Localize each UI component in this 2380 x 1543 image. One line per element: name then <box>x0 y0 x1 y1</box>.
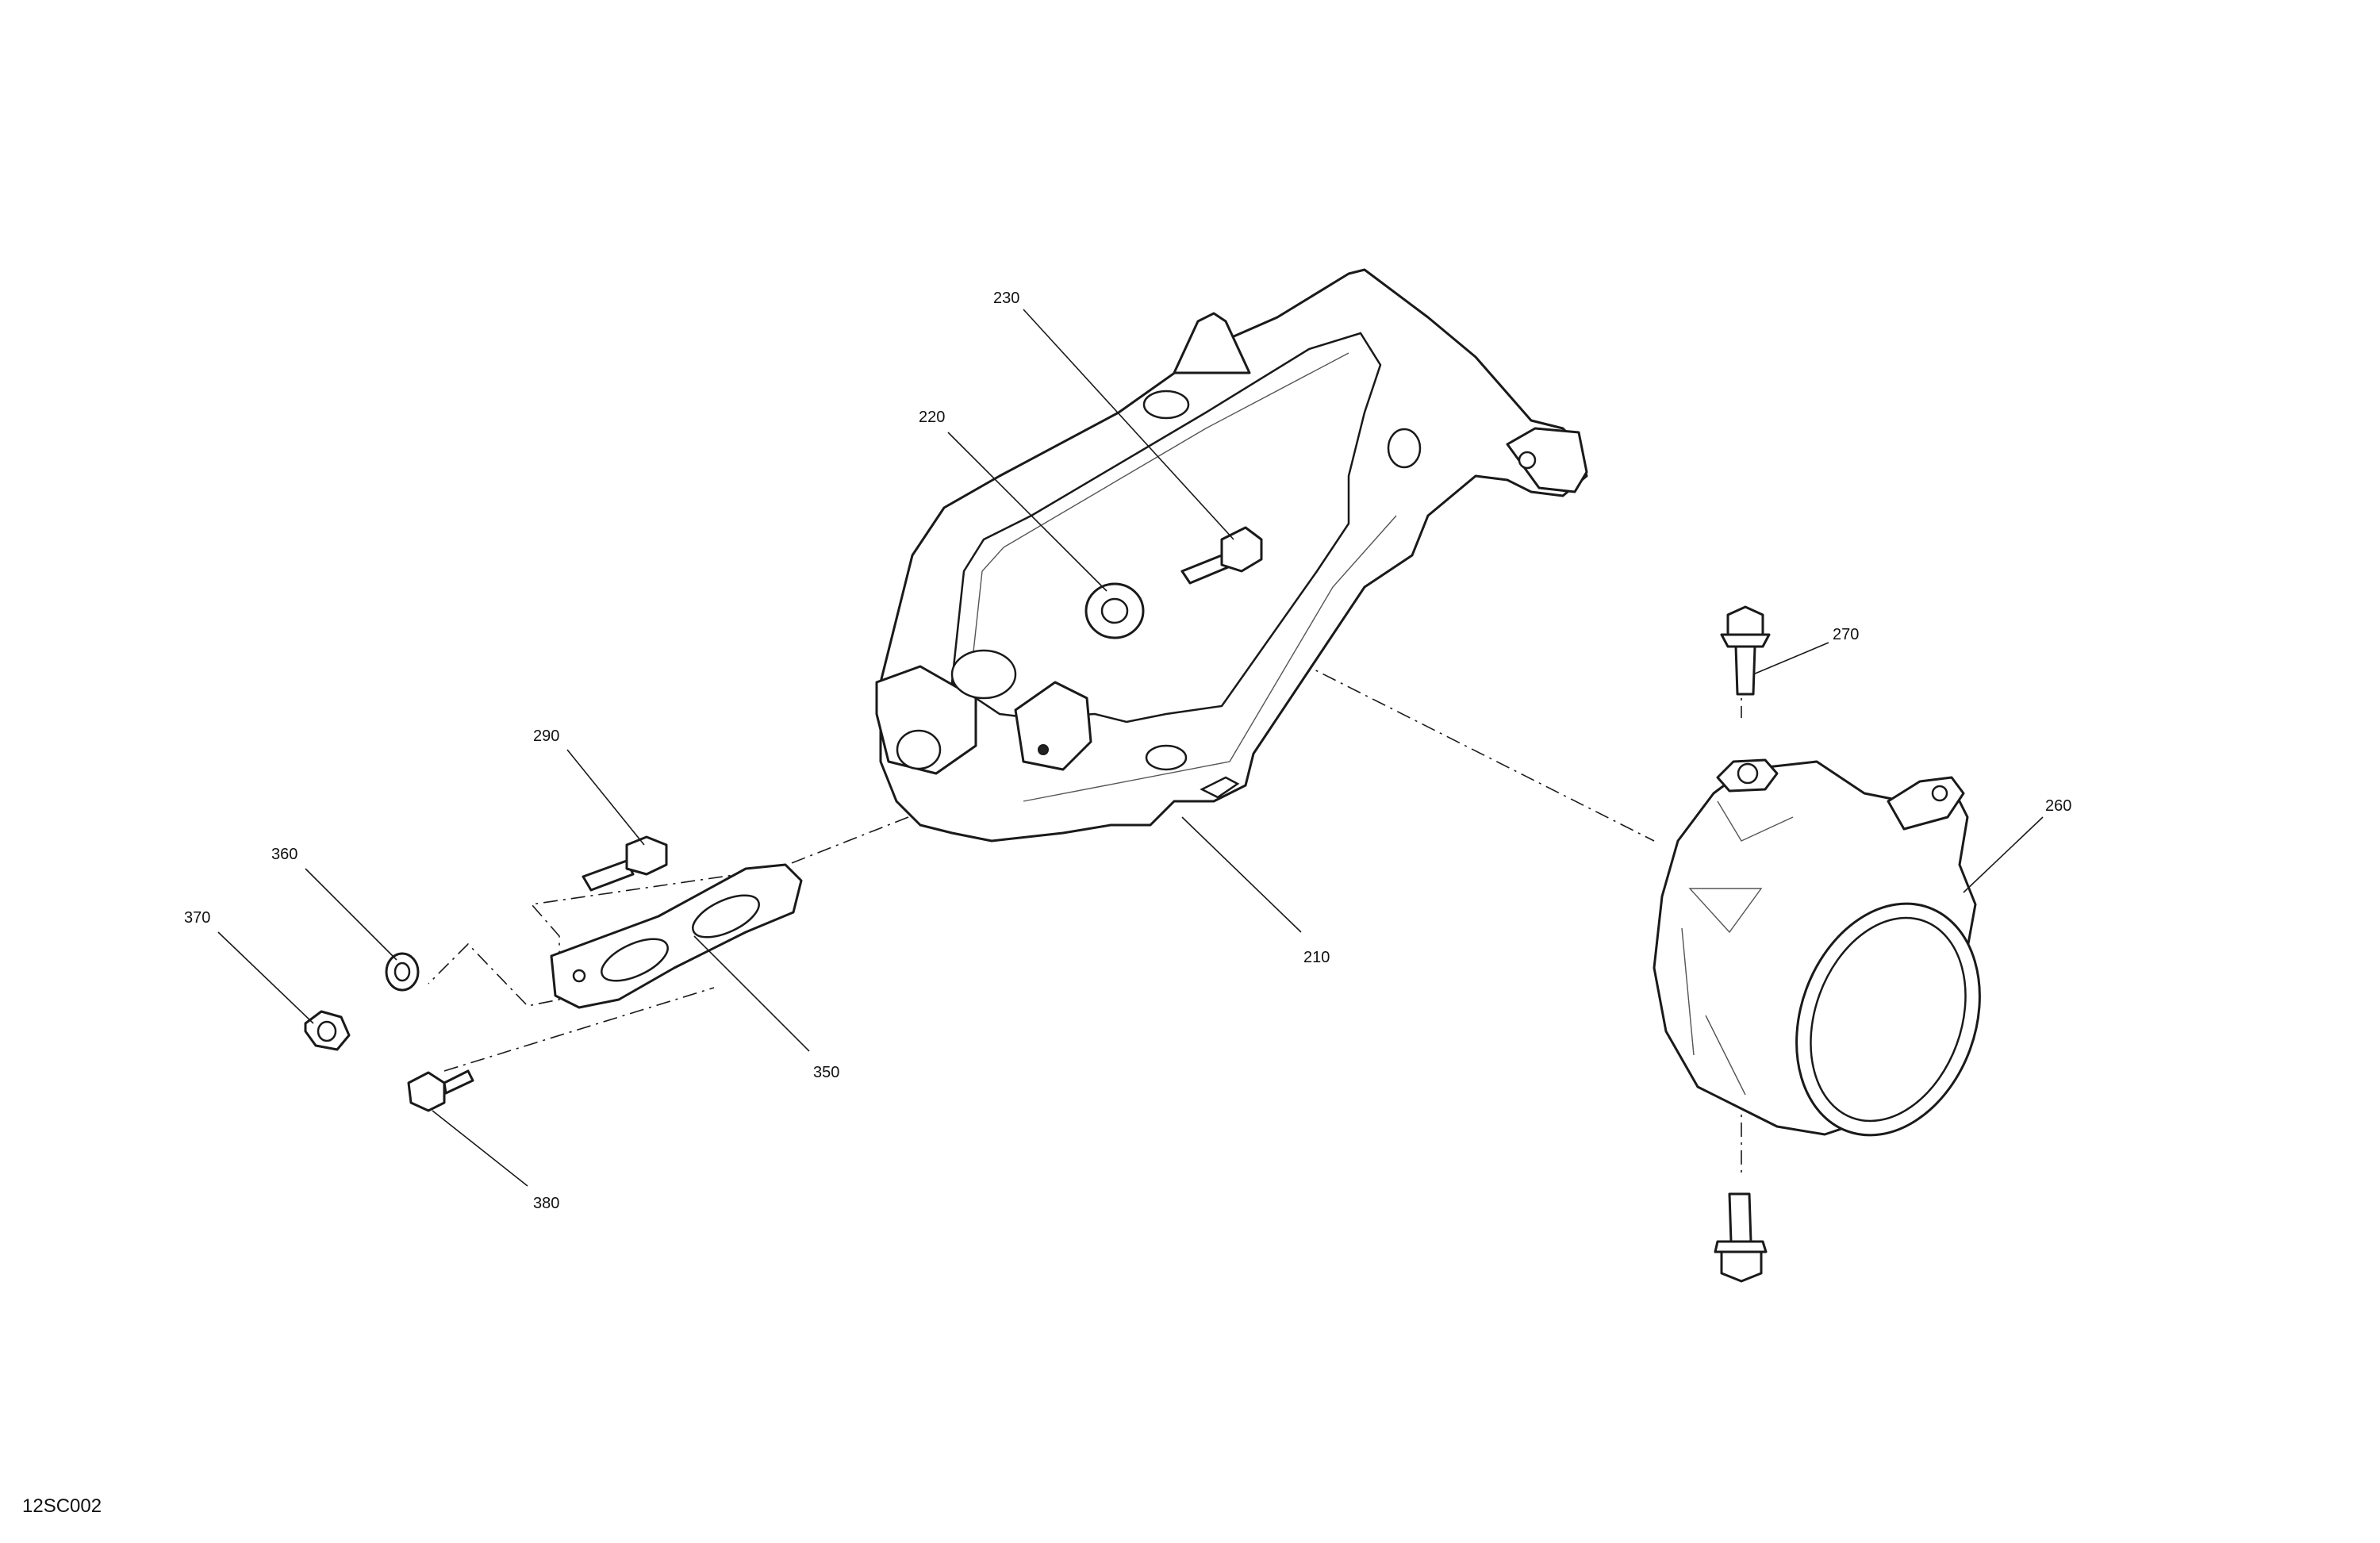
callout-260: 260 <box>2045 797 2071 815</box>
bracket-lug-pin <box>1038 744 1049 755</box>
housing-rib-4 <box>1681 927 1695 1056</box>
callout-labels: 210 220 230 260 270 290 350 360 370 380 <box>184 290 2071 1212</box>
housing-rib-3 <box>1705 1015 1746 1096</box>
bolt-290-shank <box>582 859 635 892</box>
bolt-380-head <box>407 1071 446 1112</box>
bolt-270-shank <box>1734 645 1756 696</box>
callout-350: 350 <box>813 1064 839 1081</box>
leader-360 <box>305 868 397 961</box>
plate-pin-hole <box>572 969 586 983</box>
housing-bolt-upper <box>1720 605 1771 696</box>
nut-hole <box>317 1020 337 1042</box>
callout-210: 210 <box>1303 949 1330 966</box>
housing <box>1653 758 1981 1137</box>
plate-hole-right <box>692 894 760 938</box>
washer <box>385 952 420 992</box>
bolt-380-shank <box>443 1069 474 1095</box>
callout-380: 380 <box>533 1195 559 1212</box>
bolt-270-flange <box>1720 633 1771 648</box>
nut <box>304 1010 351 1051</box>
bracket-foot-hole <box>1145 744 1188 771</box>
leader-350 <box>693 935 810 1052</box>
callout-270: 270 <box>1833 626 1859 643</box>
housing-bore <box>1810 916 1967 1123</box>
bracket-inner-edge <box>971 352 1349 667</box>
plate-hole-left <box>601 938 669 982</box>
washer-hole <box>393 961 411 982</box>
bracket-tab-right <box>1506 427 1588 493</box>
bolt-290-head <box>625 835 668 876</box>
leader-210 <box>1181 816 1302 933</box>
leader-290 <box>566 749 645 846</box>
callout-370: 370 <box>184 909 210 927</box>
bracket-tab-top <box>1173 312 1251 374</box>
leader-270 <box>1752 642 1829 675</box>
bracket-foot-slot <box>1200 776 1240 799</box>
plate-bolt-lower <box>407 1069 474 1112</box>
bracket-side-hole <box>1387 428 1422 469</box>
housing-rib <box>1688 888 1763 934</box>
leader-220 <box>947 432 1107 592</box>
axis-plate-outline <box>428 868 778 1007</box>
leader-370 <box>217 931 314 1024</box>
bracket-boss-hole <box>896 729 942 770</box>
bushing <box>1084 582 1145 639</box>
bolt-230-head <box>1220 526 1263 573</box>
callout-leaders <box>217 309 2044 1187</box>
connecting-plate <box>550 863 803 1009</box>
bolt-lower-flange <box>1714 1240 1768 1253</box>
shoulder-bolt <box>1180 526 1263 585</box>
bracket-pivot-hole <box>1518 451 1537 470</box>
callout-360: 360 <box>271 846 298 863</box>
leader-230 <box>1023 309 1234 540</box>
bracket-lug-end <box>1014 681 1092 771</box>
callout-220: 220 <box>919 409 945 426</box>
leader-380 <box>432 1110 528 1187</box>
callout-230: 230 <box>993 290 1019 307</box>
axis-plate-lower <box>443 987 715 1072</box>
bolt-lower-shank <box>1728 1192 1752 1243</box>
bolt-lower-head <box>1720 1250 1763 1283</box>
housing-rib-2 <box>1717 800 1794 842</box>
bracket-mid-hole <box>950 649 1017 700</box>
plate-bolt-upper <box>582 835 668 892</box>
housing-top-boss-hole <box>1737 762 1759 785</box>
drawing-reference-code: 12SC002 <box>22 1495 102 1517</box>
bracket-inner-edge-2 <box>1023 515 1397 802</box>
leader-260 <box>1963 816 2044 893</box>
bushing-bore <box>1100 597 1129 624</box>
callout-290: 290 <box>533 727 559 745</box>
housing-ear-hole <box>1931 785 1948 802</box>
axis-plate-upper <box>777 816 909 869</box>
housing-bolt-lower <box>1714 1192 1768 1283</box>
bracket-top-hole <box>1142 390 1190 420</box>
